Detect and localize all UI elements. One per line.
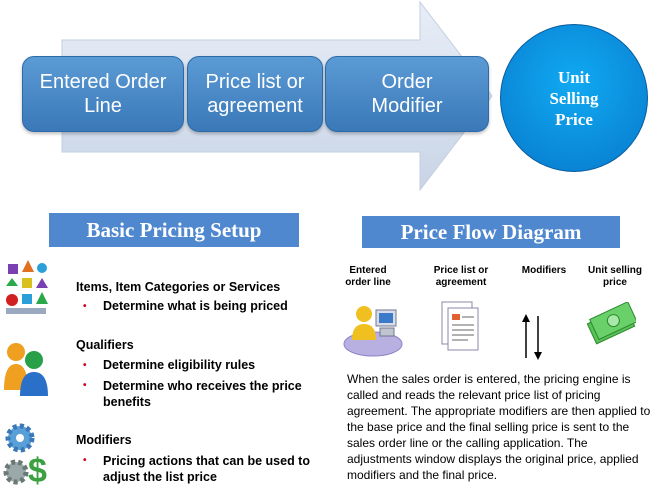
- section-title-items: Items, Item Categories or Services: [76, 280, 281, 294]
- price-list-document-icon: [441, 301, 479, 351]
- stage-entered-order-line: Entered Order Line: [22, 56, 184, 132]
- basic-pricing-setup-banner: Basic Pricing Setup: [49, 213, 299, 247]
- section-title-qualifiers: Qualifiers: [76, 338, 134, 352]
- bullet-dot: •: [83, 301, 87, 312]
- bullet-item: • Pricing actions that can be used to ad…: [83, 453, 335, 485]
- unit-selling-price-circle: Unit Selling Price: [500, 24, 648, 172]
- bullet-text: Determine who receives the price benefit…: [103, 379, 302, 409]
- flow-header-unit-price: Unit selling price: [588, 265, 642, 288]
- money-icon: [586, 302, 636, 345]
- bullet-dot: •: [83, 360, 87, 371]
- section-title-modifiers: Modifiers: [76, 433, 132, 447]
- bullet-item: • Determine what is being priced: [83, 299, 288, 313]
- price-flow-description: When the sales order is entered, the pri…: [347, 372, 651, 482]
- bullet-dot: •: [83, 455, 87, 466]
- svg-text:$: $: [28, 452, 47, 490]
- bullet-text: Determine eligibility rules: [103, 358, 256, 372]
- people-icon: [4, 343, 48, 396]
- shapes-icon: [6, 260, 48, 314]
- computer-user-icon: [343, 306, 403, 357]
- gears-dollar-icon: $: [3, 423, 47, 490]
- modifier-arrows-icon: [522, 314, 542, 360]
- result-label: Unit Selling Price: [549, 67, 599, 129]
- flow-header-pricelist: Price list or agreement: [433, 265, 489, 288]
- bullet-text: Pricing actions that can be used to adju…: [103, 454, 310, 484]
- banner-label: Price Flow Diagram: [400, 219, 582, 244]
- stage-price-list: Price list or agreement: [187, 56, 323, 132]
- bullet-text: Determine what is being priced: [103, 299, 288, 313]
- stage-order-modifier: Order Modifier: [325, 56, 489, 132]
- bullet-dot: •: [83, 380, 87, 391]
- price-flow-diagram-banner: Price Flow Diagram: [362, 216, 620, 248]
- bullet-item: • Determine eligibility rules: [83, 358, 256, 372]
- stage-label: Entered Order Line: [39, 71, 167, 117]
- flow-header-entered: Entered order line: [345, 265, 391, 288]
- stage-label: Price list or agreement: [205, 71, 305, 117]
- stage-label: Order Modifier: [371, 71, 443, 117]
- banner-label: Basic Pricing Setup: [86, 217, 262, 242]
- bullet-item: • Determine who receives the price benef…: [83, 378, 333, 410]
- flow-header-modifiers: Modifiers: [521, 265, 567, 276]
